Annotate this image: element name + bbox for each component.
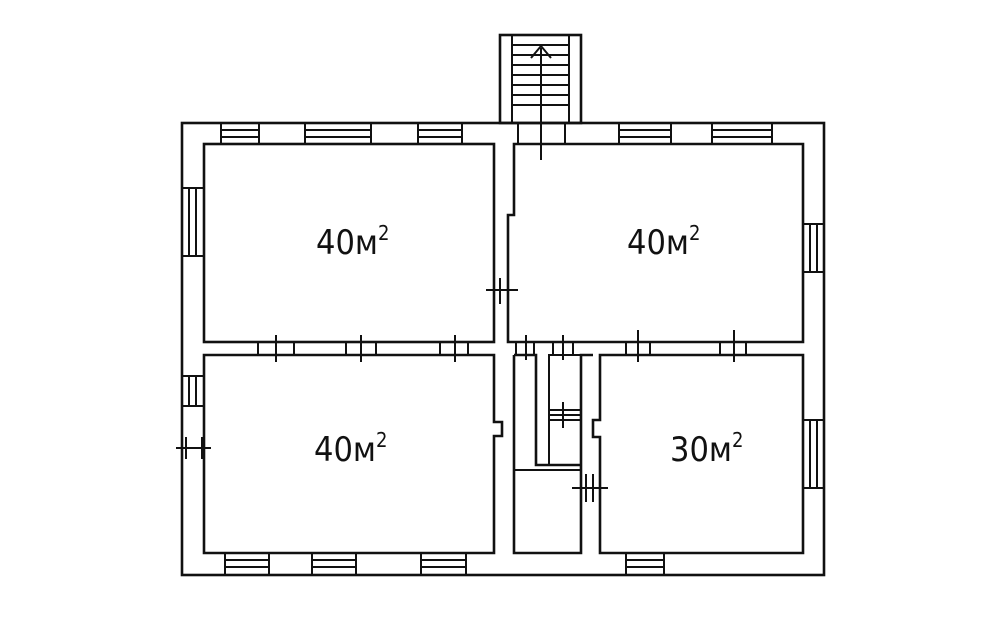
window bbox=[304, 122, 372, 145]
room-area-label: 40м2 bbox=[627, 221, 700, 263]
room-bottom-left-outline bbox=[202, 353, 504, 555]
door-mark bbox=[572, 474, 608, 502]
door-mark bbox=[257, 335, 295, 362]
room-area-label: 30м2 bbox=[670, 428, 743, 470]
door-mark bbox=[176, 437, 211, 459]
window bbox=[181, 187, 205, 257]
window bbox=[625, 552, 665, 576]
window bbox=[311, 552, 357, 576]
room-area-label: 40м2 bbox=[314, 428, 387, 470]
door-mark bbox=[552, 335, 574, 360]
door-mark bbox=[719, 330, 747, 362]
room-top-right-outline bbox=[506, 142, 805, 344]
window bbox=[224, 552, 270, 576]
room-area-label: 40м2 bbox=[316, 221, 389, 263]
arrow-up-icon bbox=[530, 44, 552, 160]
hall-closet bbox=[548, 354, 582, 416]
door-mark bbox=[549, 402, 581, 428]
door-mark bbox=[515, 335, 535, 360]
window bbox=[711, 122, 773, 145]
window bbox=[181, 375, 205, 407]
hall-outline bbox=[512, 353, 593, 555]
window bbox=[802, 223, 825, 273]
door-mark bbox=[439, 335, 469, 362]
window bbox=[618, 122, 672, 145]
window bbox=[420, 552, 467, 576]
window bbox=[417, 122, 463, 145]
door-mark bbox=[625, 330, 651, 362]
door-mark bbox=[486, 278, 518, 304]
outer-wall bbox=[180, 121, 826, 577]
window bbox=[802, 419, 825, 489]
door-mark bbox=[345, 335, 377, 362]
window bbox=[220, 122, 260, 145]
